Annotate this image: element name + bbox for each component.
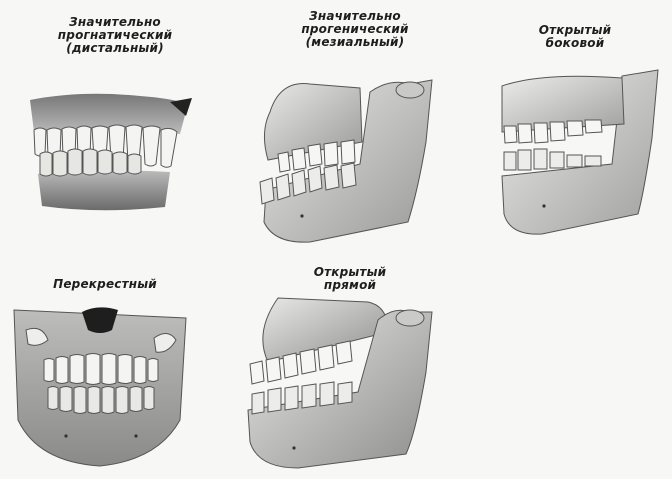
prognathic-bite-illustration bbox=[20, 82, 195, 217]
caption-open-lateral: Открытый боковой bbox=[520, 24, 630, 50]
crossbite-illustration bbox=[8, 300, 192, 470]
open-anterior-bite-illustration bbox=[238, 292, 438, 472]
open-lateral-bite-illustration bbox=[492, 68, 662, 240]
progenic-bite-illustration bbox=[250, 72, 440, 247]
caption-crossbite: Перекрестный bbox=[30, 278, 180, 291]
caption-prognathic: Значительно прогнатический (дистальный) bbox=[40, 16, 190, 55]
caption-open-anterior: Открытый прямой bbox=[290, 266, 410, 292]
caption-progenic: Значительно прогенический (мезиальный) bbox=[280, 10, 430, 49]
